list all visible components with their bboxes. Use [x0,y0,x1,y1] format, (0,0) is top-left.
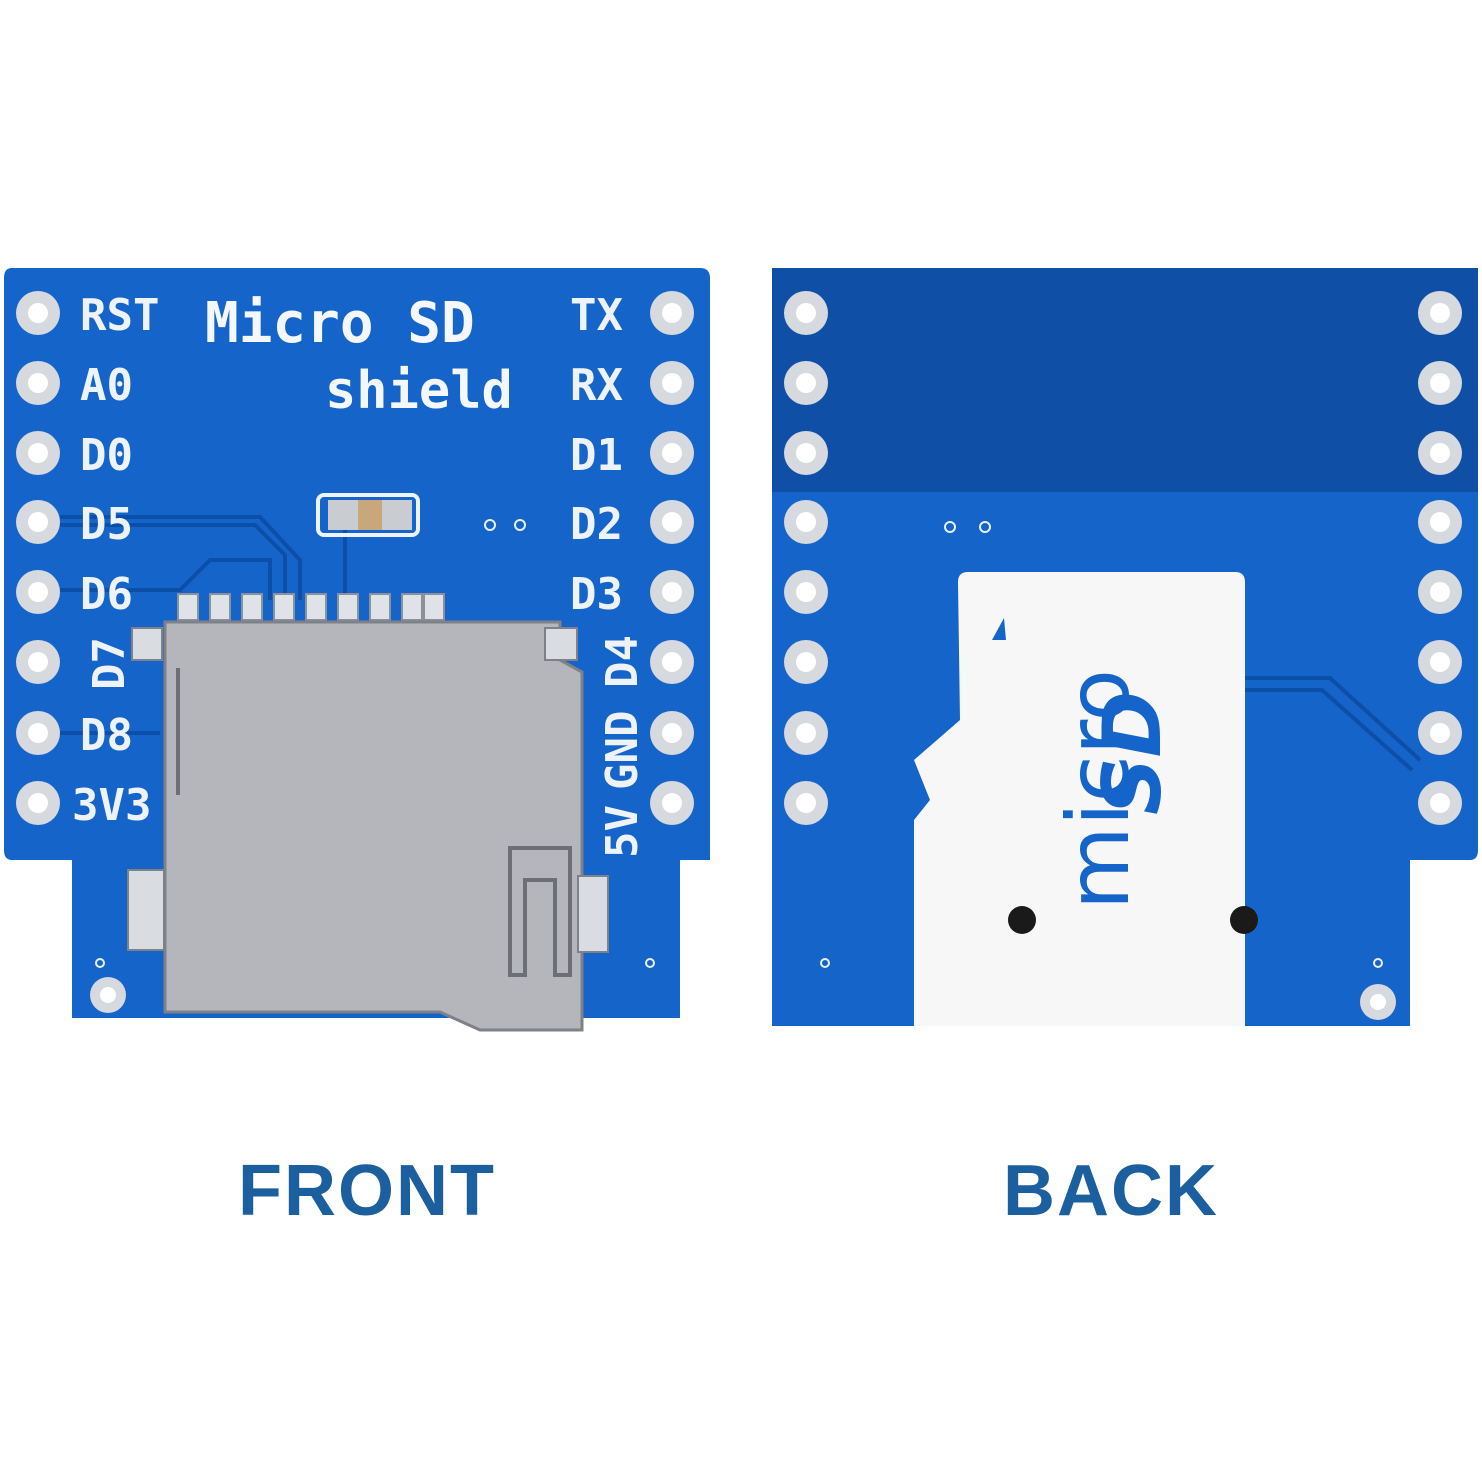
pin-label-right: GND [597,711,648,790]
pin-label-left: D7 [84,637,135,690]
back-left-pads [784,291,828,825]
pin-label-right: D4 [597,635,648,688]
pin-label-left: D8 [80,710,133,761]
pin-label-right: D2 [570,499,623,550]
back-sd-card-silk [914,572,1245,1026]
pin-label-left: 3V3 [72,780,151,831]
sd-card-slot [127,620,609,1032]
pin-label-left: RST [80,290,159,341]
back-logo-micro: micro [1049,669,1149,910]
front-caption: FRONT [238,1151,496,1231]
back-caption: BACK [1003,1151,1219,1231]
pin-label-right: RX [570,360,623,411]
back-traces [1245,676,1422,772]
front-left-pads [16,291,60,825]
front-traces [60,515,347,735]
pin-label-left: A0 [80,360,133,411]
pin-label-left: D5 [80,499,133,550]
front-title-line1: Micro SD [205,291,475,356]
pin-label-left: D6 [80,569,133,620]
pin-label-right: D1 [570,430,623,481]
back-dark-band [772,268,1478,492]
back-right-pads [1418,291,1462,825]
pin-label-right: D3 [570,569,623,620]
back-hole-left [1008,906,1036,934]
back-hole-right [1230,906,1258,934]
front-right-pads [650,291,694,825]
back-vias [820,521,1383,968]
back-logo-sd: SD [1086,691,1179,815]
back-card-arrow-icon [992,618,1006,640]
sd-connector-pins [177,593,445,621]
pin-label-right: 5V [597,805,648,858]
pin-label-right: TX [570,290,623,341]
front-smd-resistor [316,493,420,537]
pin-label-left: D0 [80,430,133,481]
front-vias [95,519,655,968]
front-title-line2: shield [325,361,513,421]
